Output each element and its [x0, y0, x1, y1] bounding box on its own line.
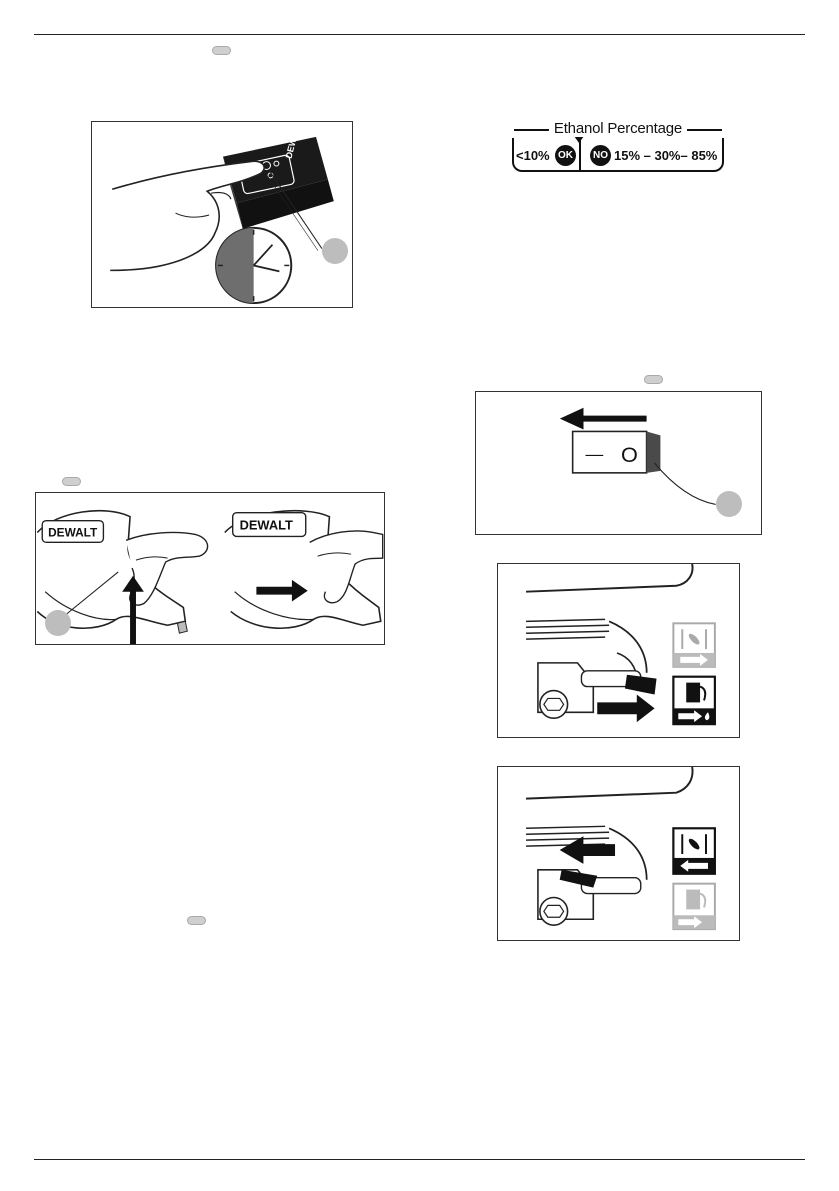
figure-callout-circle — [716, 491, 742, 517]
switch-dash-symbol: — — [585, 444, 603, 464]
figure-callout-circle — [45, 610, 71, 636]
ethanol-divider — [579, 138, 581, 172]
figure-ref-badge — [644, 375, 663, 384]
figure-battery-gauge: DEWALT — [91, 121, 353, 308]
ethanol-ok-badge: OK — [555, 145, 576, 166]
figure-fuel-valve-on — [497, 563, 740, 738]
dewalt-logo-text: DEWALT — [48, 525, 98, 539]
header-rule — [34, 34, 805, 35]
ethanol-no-badge: NO — [590, 145, 611, 166]
figure-rocker-switch: — O — [475, 391, 762, 535]
ethanol-percentage-label: Ethanol Percentage <10% OK NO 15% – 30%–… — [510, 116, 726, 180]
figure-callout-circle — [322, 238, 348, 264]
dewalt-logo-text: DEWALT — [240, 518, 293, 533]
ethanol-no-values: 15% – 30%– 85% — [614, 148, 717, 163]
figure-ref-badge — [212, 46, 231, 55]
figure-choke-lever — [497, 766, 740, 941]
figure-ref-badge — [187, 916, 206, 925]
footer-rule — [34, 1159, 805, 1160]
figure-ref-badge — [62, 477, 81, 486]
ethanol-ok-value: <10% — [516, 148, 550, 163]
switch-zero-symbol: O — [621, 442, 638, 467]
ethanol-title: Ethanol Percentage — [549, 120, 687, 137]
figure-spray-gun-trigger: DEWALT DEWALT — [35, 492, 385, 645]
